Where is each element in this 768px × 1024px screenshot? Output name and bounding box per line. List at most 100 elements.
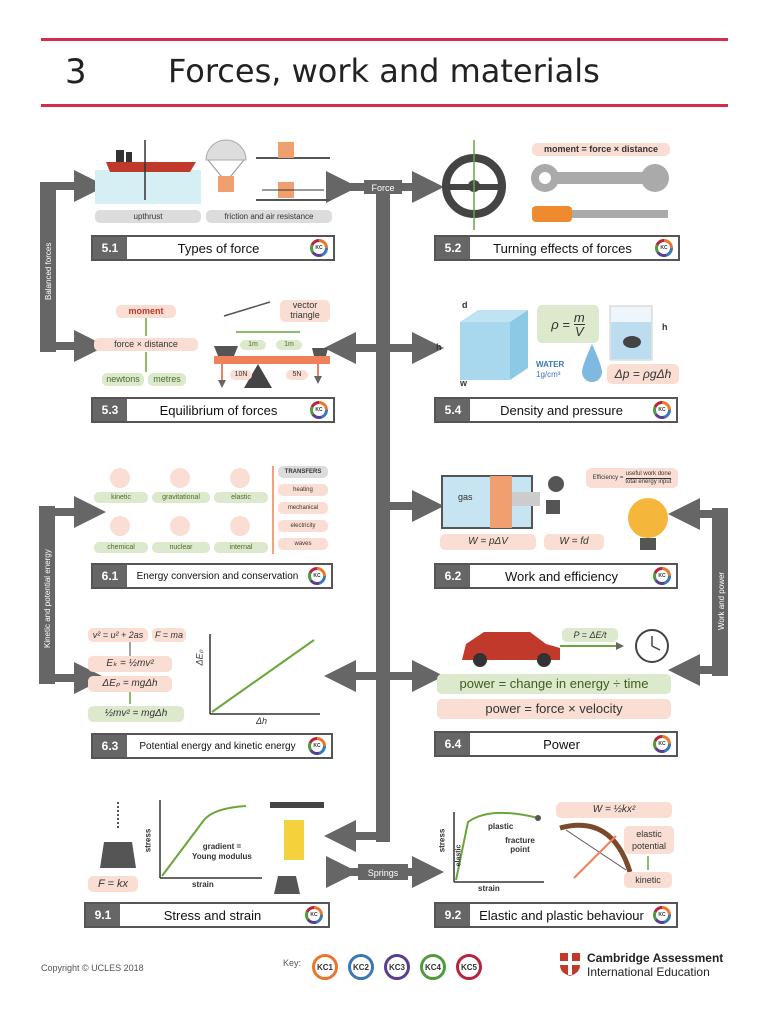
- chapter-number: 3: [65, 52, 87, 92]
- transfer-mechanical: mechanical: [278, 502, 328, 514]
- pulley-illustration: [546, 476, 564, 514]
- efficiency-formula: Efficiency = useful work done total ener…: [586, 468, 678, 488]
- transfers-heading: TRANSFERS: [278, 466, 328, 478]
- density-formula: ρ = m V: [537, 305, 599, 343]
- kinetic-label: kinetic: [624, 872, 672, 888]
- section-number: 6.2: [436, 565, 470, 587]
- section-number: 9.1: [86, 904, 120, 926]
- section-title: Turning effects of forces: [493, 240, 632, 256]
- section-9-2[interactable]: 9.2 Elastic and plastic behaviour KC: [434, 902, 678, 928]
- top-rule: [41, 38, 728, 41]
- cambridge-crest-icon: [560, 953, 580, 976]
- section-6-4[interactable]: 6.4 Power KC: [434, 731, 678, 757]
- dim-d: d: [462, 300, 468, 310]
- kc-icon: KC: [308, 567, 326, 585]
- screwdriver-icon: [532, 206, 668, 222]
- fma-equation: F = ma: [152, 628, 186, 642]
- kc-icon: KC: [310, 239, 328, 257]
- section-6-1[interactable]: 6.1 Energy conversion and conservation K…: [91, 563, 333, 589]
- section-number: 6.4: [436, 733, 470, 755]
- store-nuclear: nuclear: [152, 542, 210, 553]
- steering-wheel-icon: [442, 140, 506, 230]
- kc-icon: KC: [653, 906, 671, 924]
- kc-icon: KC: [653, 735, 671, 753]
- suvat-equation: v² = u² + 2as: [88, 628, 148, 642]
- upthrust-illustration: [95, 140, 201, 204]
- kc-icon: KC: [653, 567, 671, 585]
- dim-h: h: [436, 342, 442, 352]
- section-title: Equilibrium of forces: [159, 402, 278, 418]
- tensile-test-illustration: [270, 802, 324, 894]
- section-title: Power: [543, 736, 580, 752]
- section-title: Elastic and plastic behaviour: [479, 907, 644, 923]
- section-number: 6.1: [93, 565, 127, 587]
- kc2-badge: KC2: [348, 954, 374, 980]
- section-number: 5.1: [93, 237, 127, 259]
- section-title: Density and pressure: [500, 402, 623, 418]
- elastic-region-label: elastic: [455, 844, 463, 867]
- section-5-4[interactable]: 5.4 Density and pressure KC: [434, 397, 678, 423]
- section-5-2[interactable]: 5.2 Turning effects of forces KC: [434, 235, 680, 261]
- section-title: Types of force: [177, 240, 260, 256]
- stress-strain-graph: [159, 800, 262, 879]
- graph-ylabel: ΔEₚ: [194, 649, 205, 666]
- moment-equation: moment = force × distance: [532, 143, 670, 156]
- power-energy-time: power = change in energy ÷ time: [437, 674, 671, 694]
- work-power-label: Work and power: [717, 572, 726, 630]
- section-number: 5.4: [436, 399, 470, 421]
- beaker-icon: [609, 305, 653, 361]
- section-5-1[interactable]: 5.1 Types of force KC: [91, 235, 335, 261]
- force-distance-label: force × distance: [94, 338, 198, 351]
- elastic-plastic-graph: [453, 811, 544, 883]
- kc-icon: KC: [308, 737, 326, 755]
- elastic-potential-label: elastic potential: [624, 826, 674, 854]
- kc5-badge: KC5: [456, 954, 482, 980]
- metres-label: metres: [148, 373, 186, 386]
- section-6-3[interactable]: 6.3 Potential energy and kinetic energy …: [91, 733, 333, 759]
- hookes-law: F = kx: [88, 876, 138, 892]
- piston-illustration: [441, 475, 540, 529]
- beaker-h: h: [662, 322, 668, 332]
- kc3-badge: KC3: [384, 954, 410, 980]
- pressure-formula: Δp = ρgΔh: [607, 364, 679, 384]
- spanner-icon: [531, 164, 669, 192]
- section-number: 5.3: [93, 399, 127, 421]
- section-number: 6.3: [93, 735, 127, 757]
- kc-icon: KC: [653, 401, 671, 419]
- upthrust-label: upthrust: [95, 210, 201, 223]
- strain-axis-label: strain: [192, 880, 214, 889]
- transfer-electricity: electricity: [278, 520, 328, 532]
- springs-label: Springs: [368, 868, 399, 878]
- friction-illustration: [256, 142, 330, 201]
- energy-stores-icons: [110, 468, 250, 536]
- dim-w: w: [460, 378, 468, 388]
- friction-label: friction and air resistance: [206, 210, 332, 223]
- key-label: Key:: [283, 958, 302, 968]
- store-chemical: chemical: [94, 542, 148, 553]
- kc4-badge: KC4: [420, 954, 446, 980]
- brand-line-1: Cambridge Assessment: [587, 951, 724, 965]
- fracture-label: fracture point: [505, 836, 535, 854]
- ep-equation: ΔEₚ = mgΔh: [88, 676, 172, 692]
- water-density: 1g/cm³: [536, 370, 561, 379]
- vector-triangle-label: vector triangle: [280, 300, 330, 322]
- section-6-2[interactable]: 6.2 Work and efficiency KC: [434, 563, 678, 589]
- clock-icon: [635, 629, 669, 663]
- water-label: WATER: [536, 360, 565, 369]
- kc1-badge: KC1: [312, 954, 338, 980]
- transfer-heating: heating: [278, 484, 328, 496]
- section-title: Work and efficiency: [505, 568, 618, 584]
- section-number: 9.2: [436, 904, 470, 926]
- kc-icon: KC: [655, 239, 673, 257]
- kc-icon: KC: [310, 401, 328, 419]
- section-9-1[interactable]: 9.1 Stress and strain KC: [84, 902, 330, 928]
- page-title: Forces, work and materials: [168, 52, 600, 90]
- store-internal: internal: [214, 542, 268, 553]
- section-title: Stress and strain: [163, 907, 262, 923]
- ep-graph: [209, 634, 320, 715]
- section-number: 5.2: [436, 237, 470, 259]
- section-5-3[interactable]: 5.3 Equilibrium of forces KC: [91, 397, 335, 423]
- store-elastic: elastic: [214, 492, 268, 503]
- distance-label-1: 1m: [240, 340, 266, 350]
